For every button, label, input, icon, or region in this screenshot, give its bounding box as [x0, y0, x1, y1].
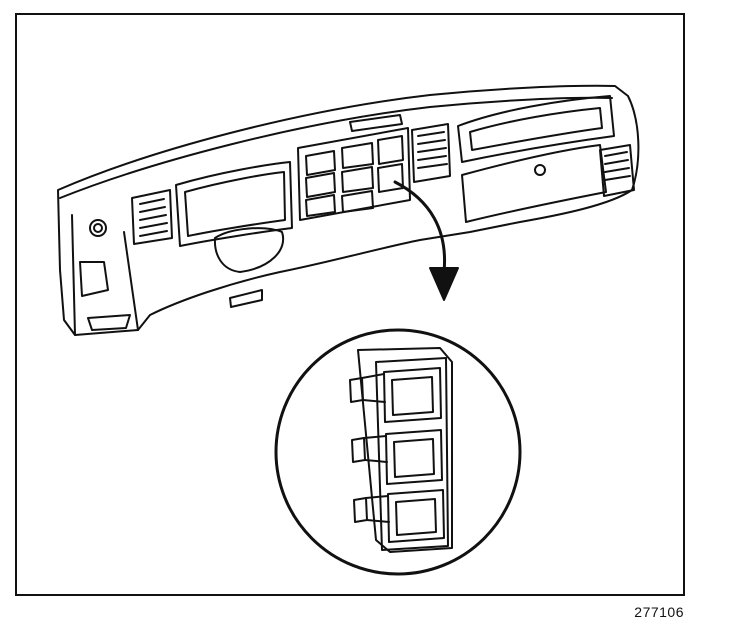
left-air-vent [131, 189, 173, 245]
callout-arrow [393, 180, 459, 301]
center-right-air-vent [411, 123, 451, 183]
center-switch-bank [297, 114, 411, 221]
switch-bezel-closeup [349, 347, 453, 553]
detail-magnifier [274, 328, 522, 576]
figure-frame [15, 13, 685, 596]
instrument-cluster-opening [175, 161, 293, 308]
right-air-vent [599, 144, 635, 197]
figure-id-label: 277106 [634, 604, 684, 620]
glove-box-area [457, 95, 615, 223]
